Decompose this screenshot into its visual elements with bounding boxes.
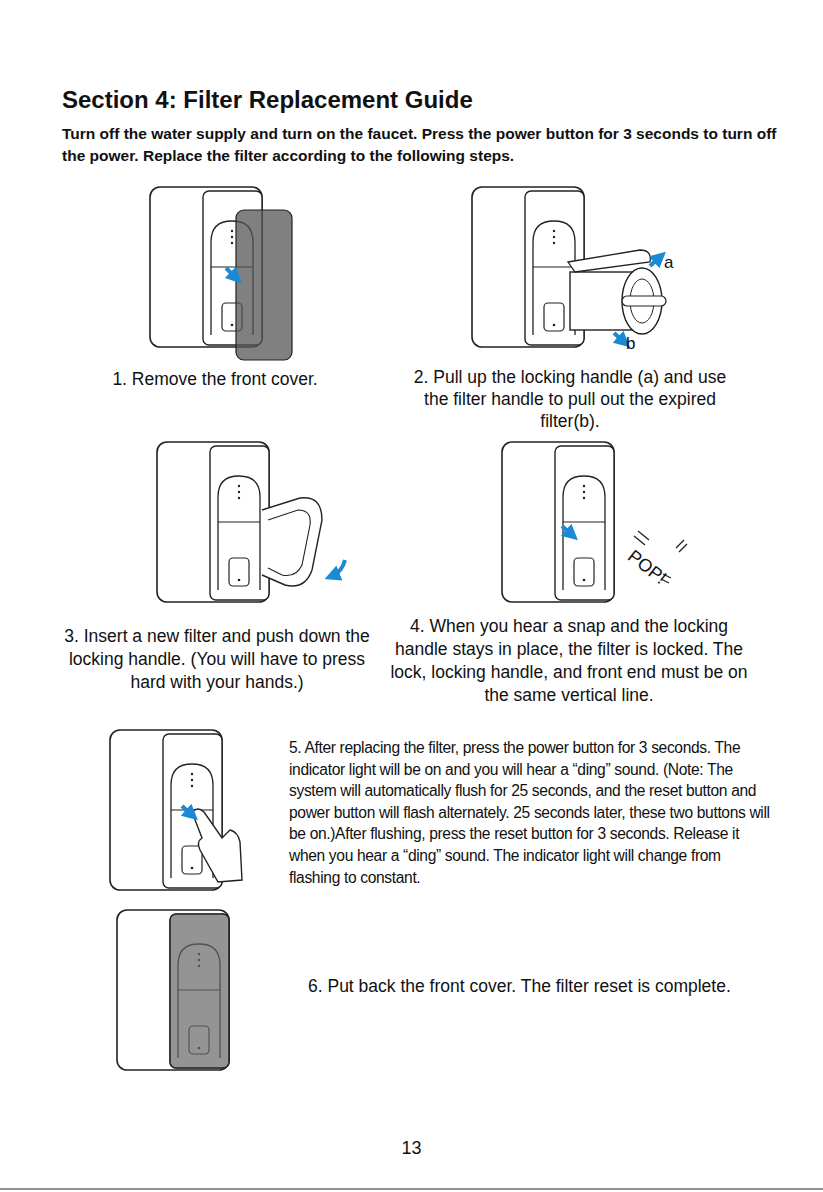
step-caption: 2. Pull up the locking handle (a) and us… <box>405 366 735 432</box>
step-caption: 3. Insert a new filter and push down the… <box>52 625 382 694</box>
sound-effect: POP! <box>623 545 671 590</box>
page-number: 13 <box>0 1137 823 1160</box>
page-title: Section 4: Filter Replacement Guide <box>62 84 473 115</box>
callout-letter: b <box>626 333 635 355</box>
intro-text: Turn off the water supply and turn on th… <box>62 123 782 167</box>
callout-letter: a <box>664 252 673 274</box>
step-caption: 6. Put back the front cover. The filter … <box>308 975 798 998</box>
step-caption: 1. Remove the front cover. <box>75 368 355 391</box>
step-text: 5. After replacing the filter, press the… <box>289 737 774 888</box>
step-caption: 4. When you hear a snap and the locking … <box>383 615 755 707</box>
